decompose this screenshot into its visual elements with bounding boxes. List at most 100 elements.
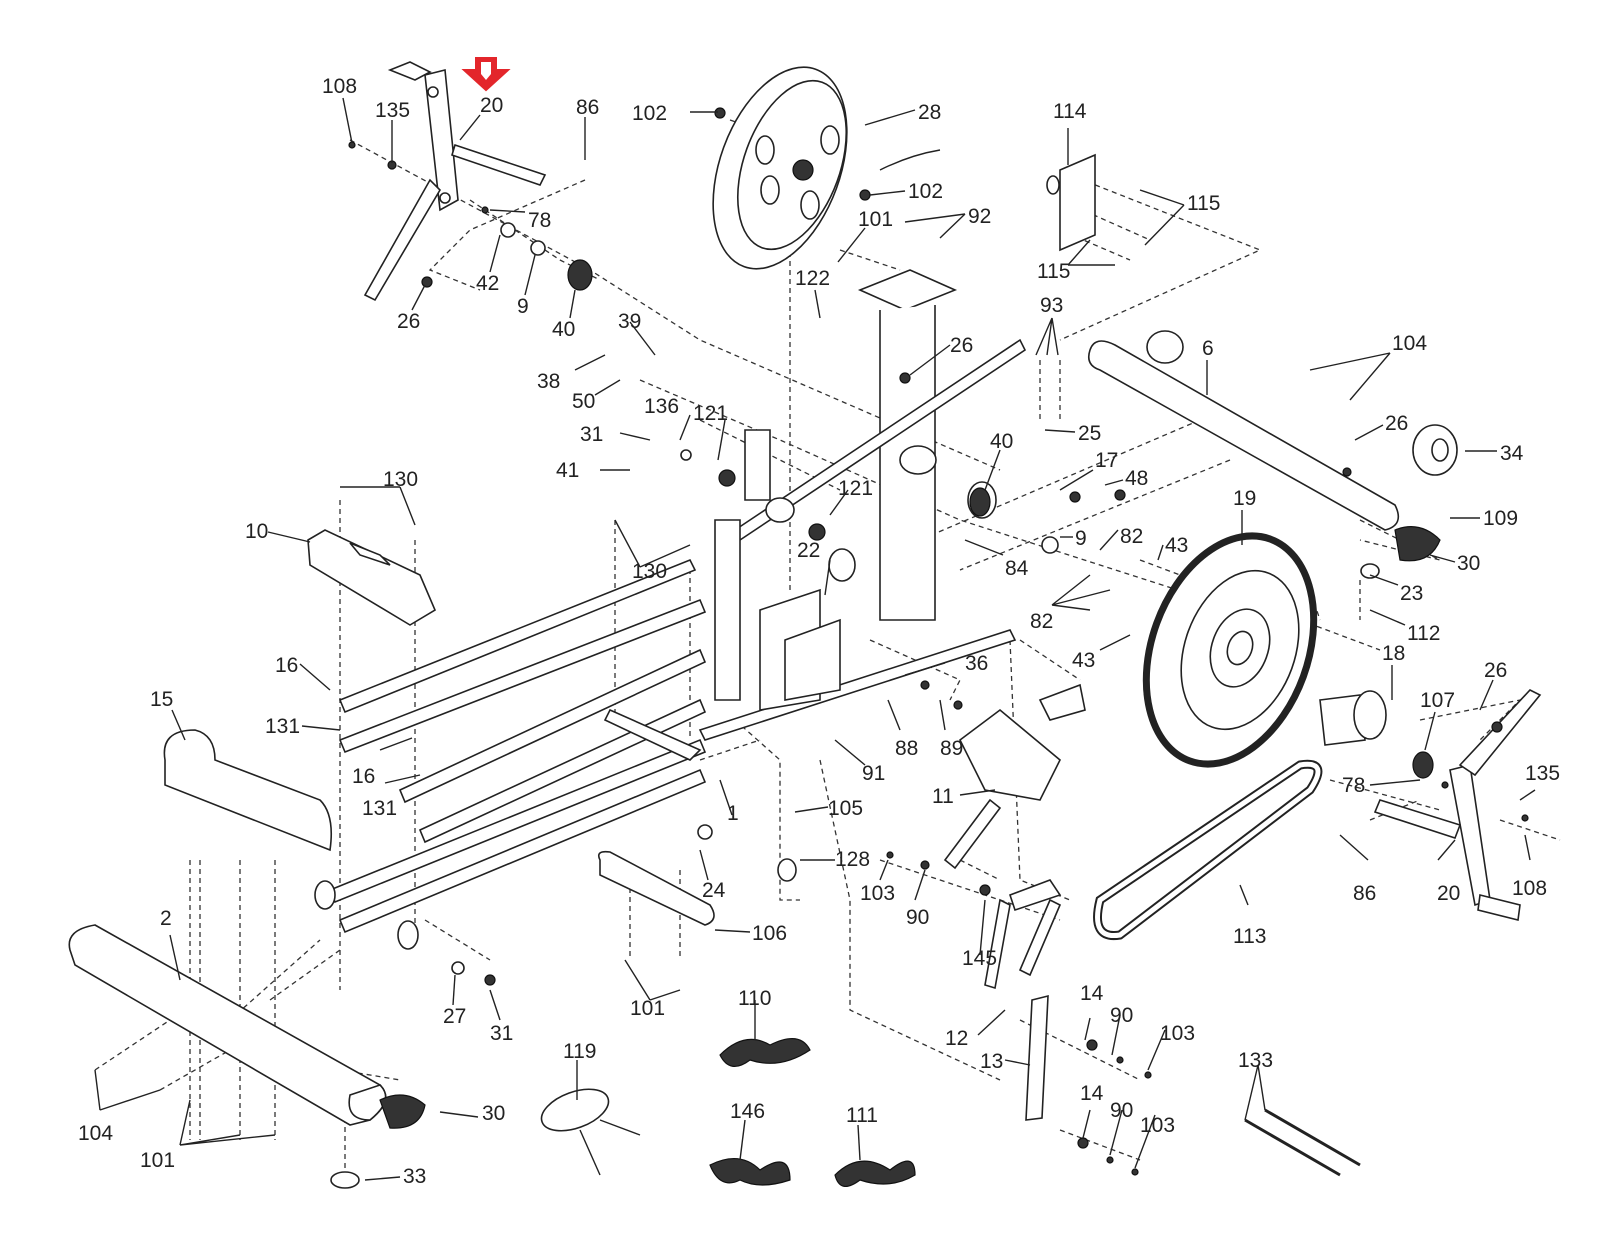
hardware-dots — [348, 107, 1529, 1176]
part-133-cable-ties — [1244, 1108, 1361, 1177]
callout-102: 102 — [908, 180, 943, 203]
callout-122: 122 — [795, 267, 830, 290]
part-6-rear-stabilizer — [1087, 330, 1400, 531]
callout-136: 136 — [644, 395, 679, 418]
part-106-cover — [597, 850, 715, 926]
callout-34: 34 — [1500, 442, 1524, 465]
callout-82: 82 — [1030, 610, 1053, 633]
callout-135: 135 — [1525, 762, 1560, 785]
part-119-wire-harness — [540, 1088, 641, 1176]
part-main-frame — [698, 338, 1027, 741]
callout-101: 101 — [140, 1149, 175, 1172]
callout-9: 9 — [1075, 527, 1087, 550]
callout-39: 39 — [618, 310, 641, 333]
callout-101: 101 — [858, 208, 893, 231]
callout-16: 16 — [275, 654, 298, 677]
part-2-front-stabilizer — [68, 924, 387, 1126]
callout-102: 102 — [632, 102, 667, 125]
callout-135: 135 — [375, 99, 410, 122]
callout-40: 40 — [990, 430, 1013, 453]
callout-15: 15 — [150, 688, 173, 711]
callout-115: 115 — [1187, 192, 1220, 215]
callout-1: 1 — [727, 802, 739, 825]
part-11-motor — [943, 683, 1086, 870]
callout-131: 131 — [362, 797, 397, 820]
callout-93: 93 — [1040, 294, 1063, 317]
part-34-wheel — [1412, 424, 1458, 476]
callout-133: 133 — [1238, 1049, 1273, 1072]
callout-13: 13 — [980, 1050, 1003, 1073]
callout-18: 18 — [1382, 642, 1405, 665]
callout-41: 41 — [556, 459, 579, 482]
part-20-left-pedal-arm — [363, 61, 547, 302]
callout-90: 90 — [1110, 1004, 1133, 1027]
part-12-crank-arm — [984, 879, 1062, 990]
callout-26: 26 — [397, 310, 420, 333]
callout-19: 19 — [1233, 487, 1256, 510]
callout-2: 2 — [160, 907, 172, 930]
callout-89: 89 — [940, 737, 963, 760]
part-13-link — [1025, 994, 1049, 1121]
callout-108: 108 — [322, 75, 357, 98]
part-111-cable — [834, 1160, 916, 1187]
callout-82: 82 — [1120, 525, 1143, 548]
part-28-flywheel — [712, 66, 941, 270]
callout-121: 121 — [838, 477, 873, 500]
callout-30: 30 — [1457, 552, 1480, 575]
callout-92: 92 — [968, 205, 991, 228]
callout-31: 31 — [490, 1022, 513, 1045]
callout-86: 86 — [1353, 882, 1376, 905]
part-146-cable — [709, 1158, 791, 1186]
callout-113: 113 — [1233, 925, 1266, 948]
callout-14: 14 — [1080, 1082, 1104, 1105]
callout-33: 33 — [403, 1165, 426, 1188]
callout-27: 27 — [443, 1005, 466, 1028]
callout-119: 119 — [563, 1040, 596, 1063]
callout-109: 109 — [1483, 507, 1518, 530]
callout-112: 112 — [1407, 622, 1440, 645]
part-110-cable — [719, 1038, 811, 1067]
part-19-pulley — [1142, 532, 1318, 768]
callout-23: 23 — [1400, 582, 1423, 605]
callout-103: 103 — [860, 882, 895, 905]
callout-25: 25 — [1078, 422, 1101, 445]
callout-26: 26 — [950, 334, 973, 357]
callout-10: 10 — [245, 520, 268, 543]
callout-26: 26 — [1385, 412, 1408, 435]
callout-107: 107 — [1420, 689, 1455, 712]
part-20-right-pedal-arm — [1373, 689, 1542, 921]
callout-43: 43 — [1072, 649, 1095, 672]
part-15-handlebar-cover — [163, 729, 333, 852]
part-30-end-cap-rear — [1394, 526, 1441, 562]
callout-24: 24 — [702, 879, 726, 902]
callout-11: 11 — [932, 785, 954, 808]
callout-48: 48 — [1125, 467, 1148, 490]
callout-114: 114 — [1053, 100, 1087, 123]
callout-115: 115 — [1037, 260, 1070, 283]
callout-26: 26 — [1484, 659, 1507, 682]
callout-30: 30 — [482, 1102, 505, 1125]
callout-50: 50 — [572, 390, 595, 413]
callout-9: 9 — [517, 295, 529, 318]
callout-31: 31 — [580, 423, 603, 446]
part-18-axle — [1319, 690, 1387, 746]
callout-108: 108 — [1512, 877, 1547, 900]
callout-145: 145 — [962, 947, 997, 970]
callout-36: 36 — [965, 652, 988, 675]
callout-91: 91 — [862, 762, 885, 785]
callout-17: 17 — [1095, 449, 1118, 472]
callout-101: 101 — [630, 997, 665, 1020]
part-10-shroud — [307, 529, 437, 626]
callout-131: 131 — [265, 715, 300, 738]
part-rails — [314, 558, 707, 950]
callout-38: 38 — [537, 370, 560, 393]
callout-40: 40 — [552, 318, 575, 341]
callout-22: 22 — [797, 539, 820, 562]
callout-6: 6 — [1202, 337, 1214, 360]
callout-20-highlighted: 20 — [480, 94, 503, 117]
callout-103: 103 — [1160, 1022, 1195, 1045]
callout-128: 128 — [835, 848, 870, 871]
callout-42: 42 — [476, 272, 499, 295]
callout-111: 111 — [846, 1104, 878, 1127]
